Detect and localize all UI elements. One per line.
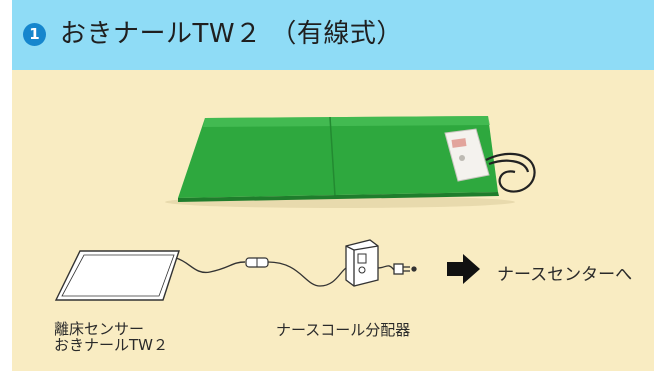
nurse-call-splitter-drawing xyxy=(345,239,417,287)
section-title: おきナールTW２ （有線式） xyxy=(60,19,403,49)
control-unit-photo xyxy=(444,128,490,182)
floor-mat-photo xyxy=(165,116,515,208)
destination-label: ナースセンターへ xyxy=(497,265,633,285)
sensor-label-line2: おきナールTW２ xyxy=(54,336,168,354)
splitter-label: ナースコール分配器 xyxy=(276,321,411,339)
cable-coil-photo xyxy=(485,152,536,193)
arrow-right-icon xyxy=(447,254,480,284)
sensor-label-line1: 離床センサー xyxy=(54,320,145,338)
section-header: 1 おきナールTW２ （有線式） xyxy=(12,0,654,70)
section-number-badge: 1 xyxy=(23,23,46,46)
cable-connector-drawing xyxy=(245,257,347,287)
sensor-mat-drawing xyxy=(54,250,246,301)
